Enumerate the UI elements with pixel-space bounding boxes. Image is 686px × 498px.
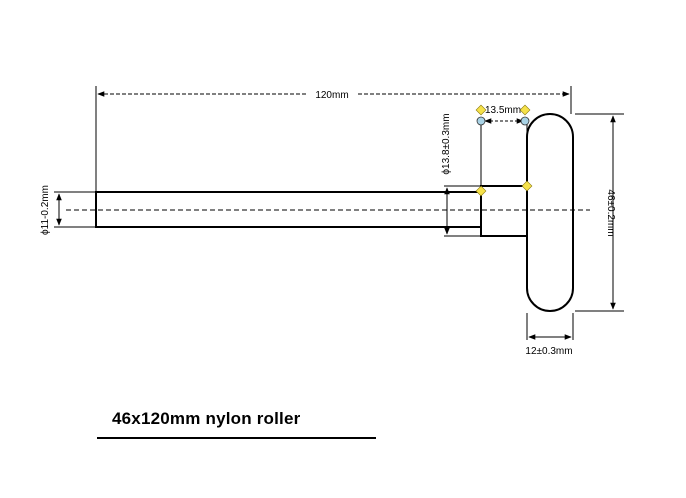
- drawing-caption: 46x120mm nylon roller: [112, 409, 301, 428]
- overall-length-dimension: [95, 86, 572, 192]
- caption-underline: [97, 437, 376, 439]
- shaft-diameter-dimension: [54, 191, 96, 228]
- shoulder-length-dimension: [480, 118, 528, 186]
- shaft-body: [95, 191, 482, 228]
- overall-length-label: 120mm: [315, 90, 348, 101]
- roller-width-dimension: [526, 313, 574, 340]
- selection-markers: [475, 104, 533, 197]
- roller-diameter-dimension: [575, 113, 624, 312]
- handle-marker: [475, 185, 487, 197]
- endpoint-marker: [520, 116, 530, 126]
- endpoint-marker: [476, 116, 486, 126]
- shoulder-diameter-label: ϕ13.8±0.3mm: [441, 113, 452, 174]
- shoulder-length-label: 13.5mm: [485, 105, 521, 116]
- shaft-diameter-label: ϕ11-0.2mm: [40, 185, 51, 235]
- roller-diameter-label: 46±0.2mm: [605, 189, 616, 236]
- handle-marker: [521, 180, 533, 192]
- shoulder-body: [480, 185, 528, 237]
- shoulder-diameter-dimension: [444, 185, 481, 237]
- part-outline: [95, 113, 574, 312]
- roller-wheel: [526, 113, 574, 312]
- roller-width-label: 12±0.3mm: [525, 346, 572, 357]
- handle-marker: [475, 104, 487, 116]
- handle-marker: [519, 104, 531, 116]
